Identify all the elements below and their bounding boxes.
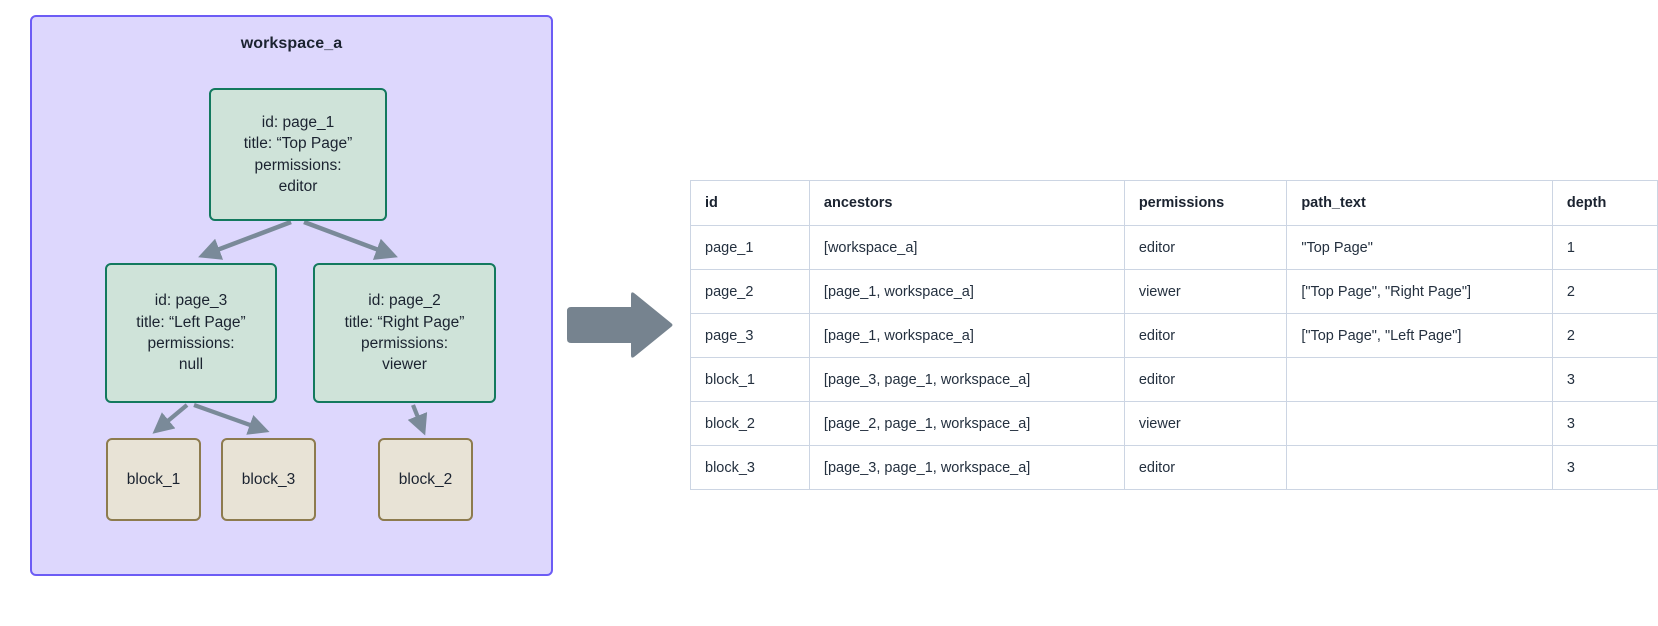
cell-permissions: editor: [1123, 357, 1288, 402]
edge-page1-page3: [198, 219, 292, 260]
cell-path_text: [1286, 357, 1553, 402]
cell-depth: 2: [1551, 269, 1658, 314]
cell-id: page_1: [690, 225, 810, 270]
column-header-permissions[interactable]: permissions: [1123, 180, 1288, 226]
diagram-node-block_3[interactable]: block_3: [221, 438, 316, 521]
cell-ancestors: [page_3, page_1, workspace_a]: [808, 445, 1125, 490]
node-title-text: title: “Left Page”: [136, 313, 246, 331]
node-id-text: id: page_3: [154, 292, 228, 310]
edge-page1-page2: [303, 219, 398, 260]
cell-permissions: editor: [1123, 313, 1288, 358]
cell-ancestors: [page_3, page_1, workspace_a]: [808, 357, 1125, 402]
node-permissions-label: permissions:: [361, 335, 448, 352]
cell-permissions: viewer: [1123, 401, 1288, 446]
column-header-ancestors[interactable]: ancestors: [808, 180, 1125, 226]
node-permissions-label: permissions:: [254, 156, 342, 174]
cell-path_text: ["Top Page", "Right Page"]: [1286, 269, 1553, 314]
cell-depth: 3: [1551, 445, 1658, 490]
diagram-node-block_2[interactable]: block_2: [378, 438, 473, 521]
cell-id: block_2: [690, 401, 810, 446]
edge-page3-block3: [193, 403, 270, 435]
cell-permissions: viewer: [1123, 269, 1288, 314]
table-header-row: id ancestors permissions path_text depth: [690, 180, 1658, 226]
table-row[interactable]: page_3 [page_1, workspace_a] editor ["To…: [690, 313, 1658, 358]
node-id-text: id: page_1: [261, 113, 335, 131]
node-permissions-value: null: [178, 356, 204, 374]
column-header-id[interactable]: id: [690, 180, 810, 226]
diagram-node-page_1[interactable]: id: page_1 title: “Top Page” permissions…: [209, 88, 387, 221]
column-header-path_text[interactable]: path_text: [1286, 180, 1553, 226]
workspace-title: workspace_a: [240, 35, 343, 52]
node-permissions-label: permissions:: [147, 335, 235, 352]
table-row[interactable]: page_2 [page_1, workspace_a] viewer ["To…: [690, 269, 1658, 314]
column-header-depth[interactable]: depth: [1551, 180, 1658, 226]
table-row[interactable]: block_3 [page_3, page_1, workspace_a] ed…: [690, 445, 1658, 490]
cell-permissions: editor: [1123, 225, 1288, 270]
diagram-node-page_3[interactable]: id: page_3 title: “Left Page” permission…: [105, 263, 277, 403]
cell-depth: 3: [1551, 401, 1658, 446]
node-label: block_1: [126, 470, 181, 488]
cell-id: block_1: [690, 357, 810, 402]
node-id-text: id: page_2: [368, 292, 441, 310]
edge-page2-block2: [407, 404, 428, 436]
diagram-node-page_2[interactable]: id: page_2 title: “Right Page” permissio…: [313, 263, 496, 403]
table-row[interactable]: block_2 [page_2, page_1, workspace_a] vi…: [690, 401, 1658, 446]
cell-id: page_3: [690, 313, 810, 358]
cell-id: block_3: [690, 445, 810, 490]
cell-depth: 2: [1551, 313, 1658, 358]
result-table: id ancestors permissions path_text depth…: [690, 180, 1658, 490]
workspace-container: workspace_a id: page_1 title: “Top Page”…: [30, 15, 553, 576]
flow-right-arrow-icon: [567, 292, 673, 358]
cell-ancestors: [workspace_a]: [808, 225, 1125, 270]
cell-ancestors: [page_1, workspace_a]: [808, 269, 1125, 314]
cell-depth: 1: [1551, 225, 1658, 270]
edge-page3-block1: [152, 403, 189, 434]
cell-path_text: [1286, 401, 1553, 446]
cell-depth: 3: [1551, 357, 1658, 402]
cell-ancestors: [page_1, workspace_a]: [808, 313, 1125, 358]
cell-path_text: [1286, 445, 1553, 490]
node-title-text: title: “Top Page”: [243, 135, 353, 153]
table-row[interactable]: page_1 [workspace_a] editor "Top Page" 1: [690, 225, 1658, 270]
node-permissions-value: viewer: [382, 356, 427, 374]
node-label: block_3: [241, 470, 296, 488]
cell-permissions: editor: [1123, 445, 1288, 490]
table-row[interactable]: block_1 [page_3, page_1, workspace_a] ed…: [690, 357, 1658, 402]
node-title-text: title: “Right Page”: [344, 313, 465, 331]
cell-id: page_2: [690, 269, 810, 314]
cell-path_text: ["Top Page", "Left Page"]: [1286, 313, 1553, 358]
result-table-container: id ancestors permissions path_text depth…: [690, 180, 1658, 490]
diagram-node-block_1[interactable]: block_1: [106, 438, 201, 521]
node-label: block_2: [398, 470, 453, 488]
cell-ancestors: [page_2, page_1, workspace_a]: [808, 401, 1125, 446]
node-permissions-value: editor: [278, 177, 318, 195]
cell-path_text: "Top Page": [1286, 225, 1553, 270]
